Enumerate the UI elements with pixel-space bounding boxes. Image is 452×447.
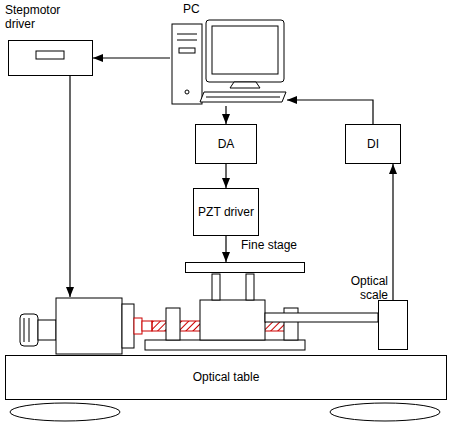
carriage [200,300,265,340]
driver-box: Stepmotor driver [5,3,93,77]
table-foot [330,403,440,421]
pc-monitor [206,20,284,82]
driver-display [36,51,64,59]
scale-arm [265,313,378,322]
shape-outline [378,300,408,350]
motor-knob [20,314,38,346]
pc-drive [179,48,195,53]
box-label: DA [218,137,235,151]
heading-label: Optical scale [330,274,388,303]
heading-label: Stepmotor driver [5,3,69,32]
coupling [134,318,142,334]
pc-monitor-stand [230,82,260,88]
signal-arrow [93,57,170,58]
stage-post [246,274,254,300]
stage-post [212,274,220,300]
driver-box: PZT driver [193,188,259,236]
pc-drive-slot [177,34,197,35]
motor-flange [122,304,134,348]
converter-box: DA [195,124,257,164]
coupling [142,321,152,331]
text-group: Optical table [193,370,260,384]
stage-base [145,340,305,350]
screw-support [166,308,180,340]
shape-outline [8,40,93,76]
computer: PC [170,2,287,106]
signal-arrow [225,236,226,262]
text-group: PZT driver [198,205,254,219]
motor-body [56,298,122,354]
scale-body: Optical scale [330,274,410,350]
table-foot [10,403,120,421]
pc-drive-slot [177,40,197,41]
pc-keyboard-row [206,97,280,98]
stepper-motor [20,298,134,354]
knob-grip [24,318,25,342]
text-group: DA [218,137,235,151]
motor-shaft [38,320,56,340]
heading: Fine stage [241,238,307,252]
heading-label: Fine stage [241,238,307,252]
motor-wire [69,76,70,297]
heading-label: PC [183,2,213,16]
text-group: DI [367,137,379,151]
signal-arrow [287,100,373,124]
signal-arrow [225,164,226,188]
pc-button [185,90,189,94]
signal-arrow [392,164,393,300]
signal-arrow [225,106,226,124]
heading: Stepmotor driver [5,3,69,32]
heading: Optical scale [330,274,388,303]
pc-screen [212,26,278,74]
box-label: DI [367,137,379,151]
box-label: PZT driver [198,205,254,219]
stage-plate: Fine stage [185,238,307,274]
table-top: Optical table [5,355,447,400]
input-box: DI [345,124,401,164]
heading: PC [183,2,213,16]
shape-outline [170,18,287,106]
box-label: Optical table [193,370,260,384]
knob-grip [29,318,30,342]
pc-keyboard [200,92,286,102]
pc-tower [172,24,202,104]
shape-outline [185,262,305,273]
computer-icon [172,20,286,104]
